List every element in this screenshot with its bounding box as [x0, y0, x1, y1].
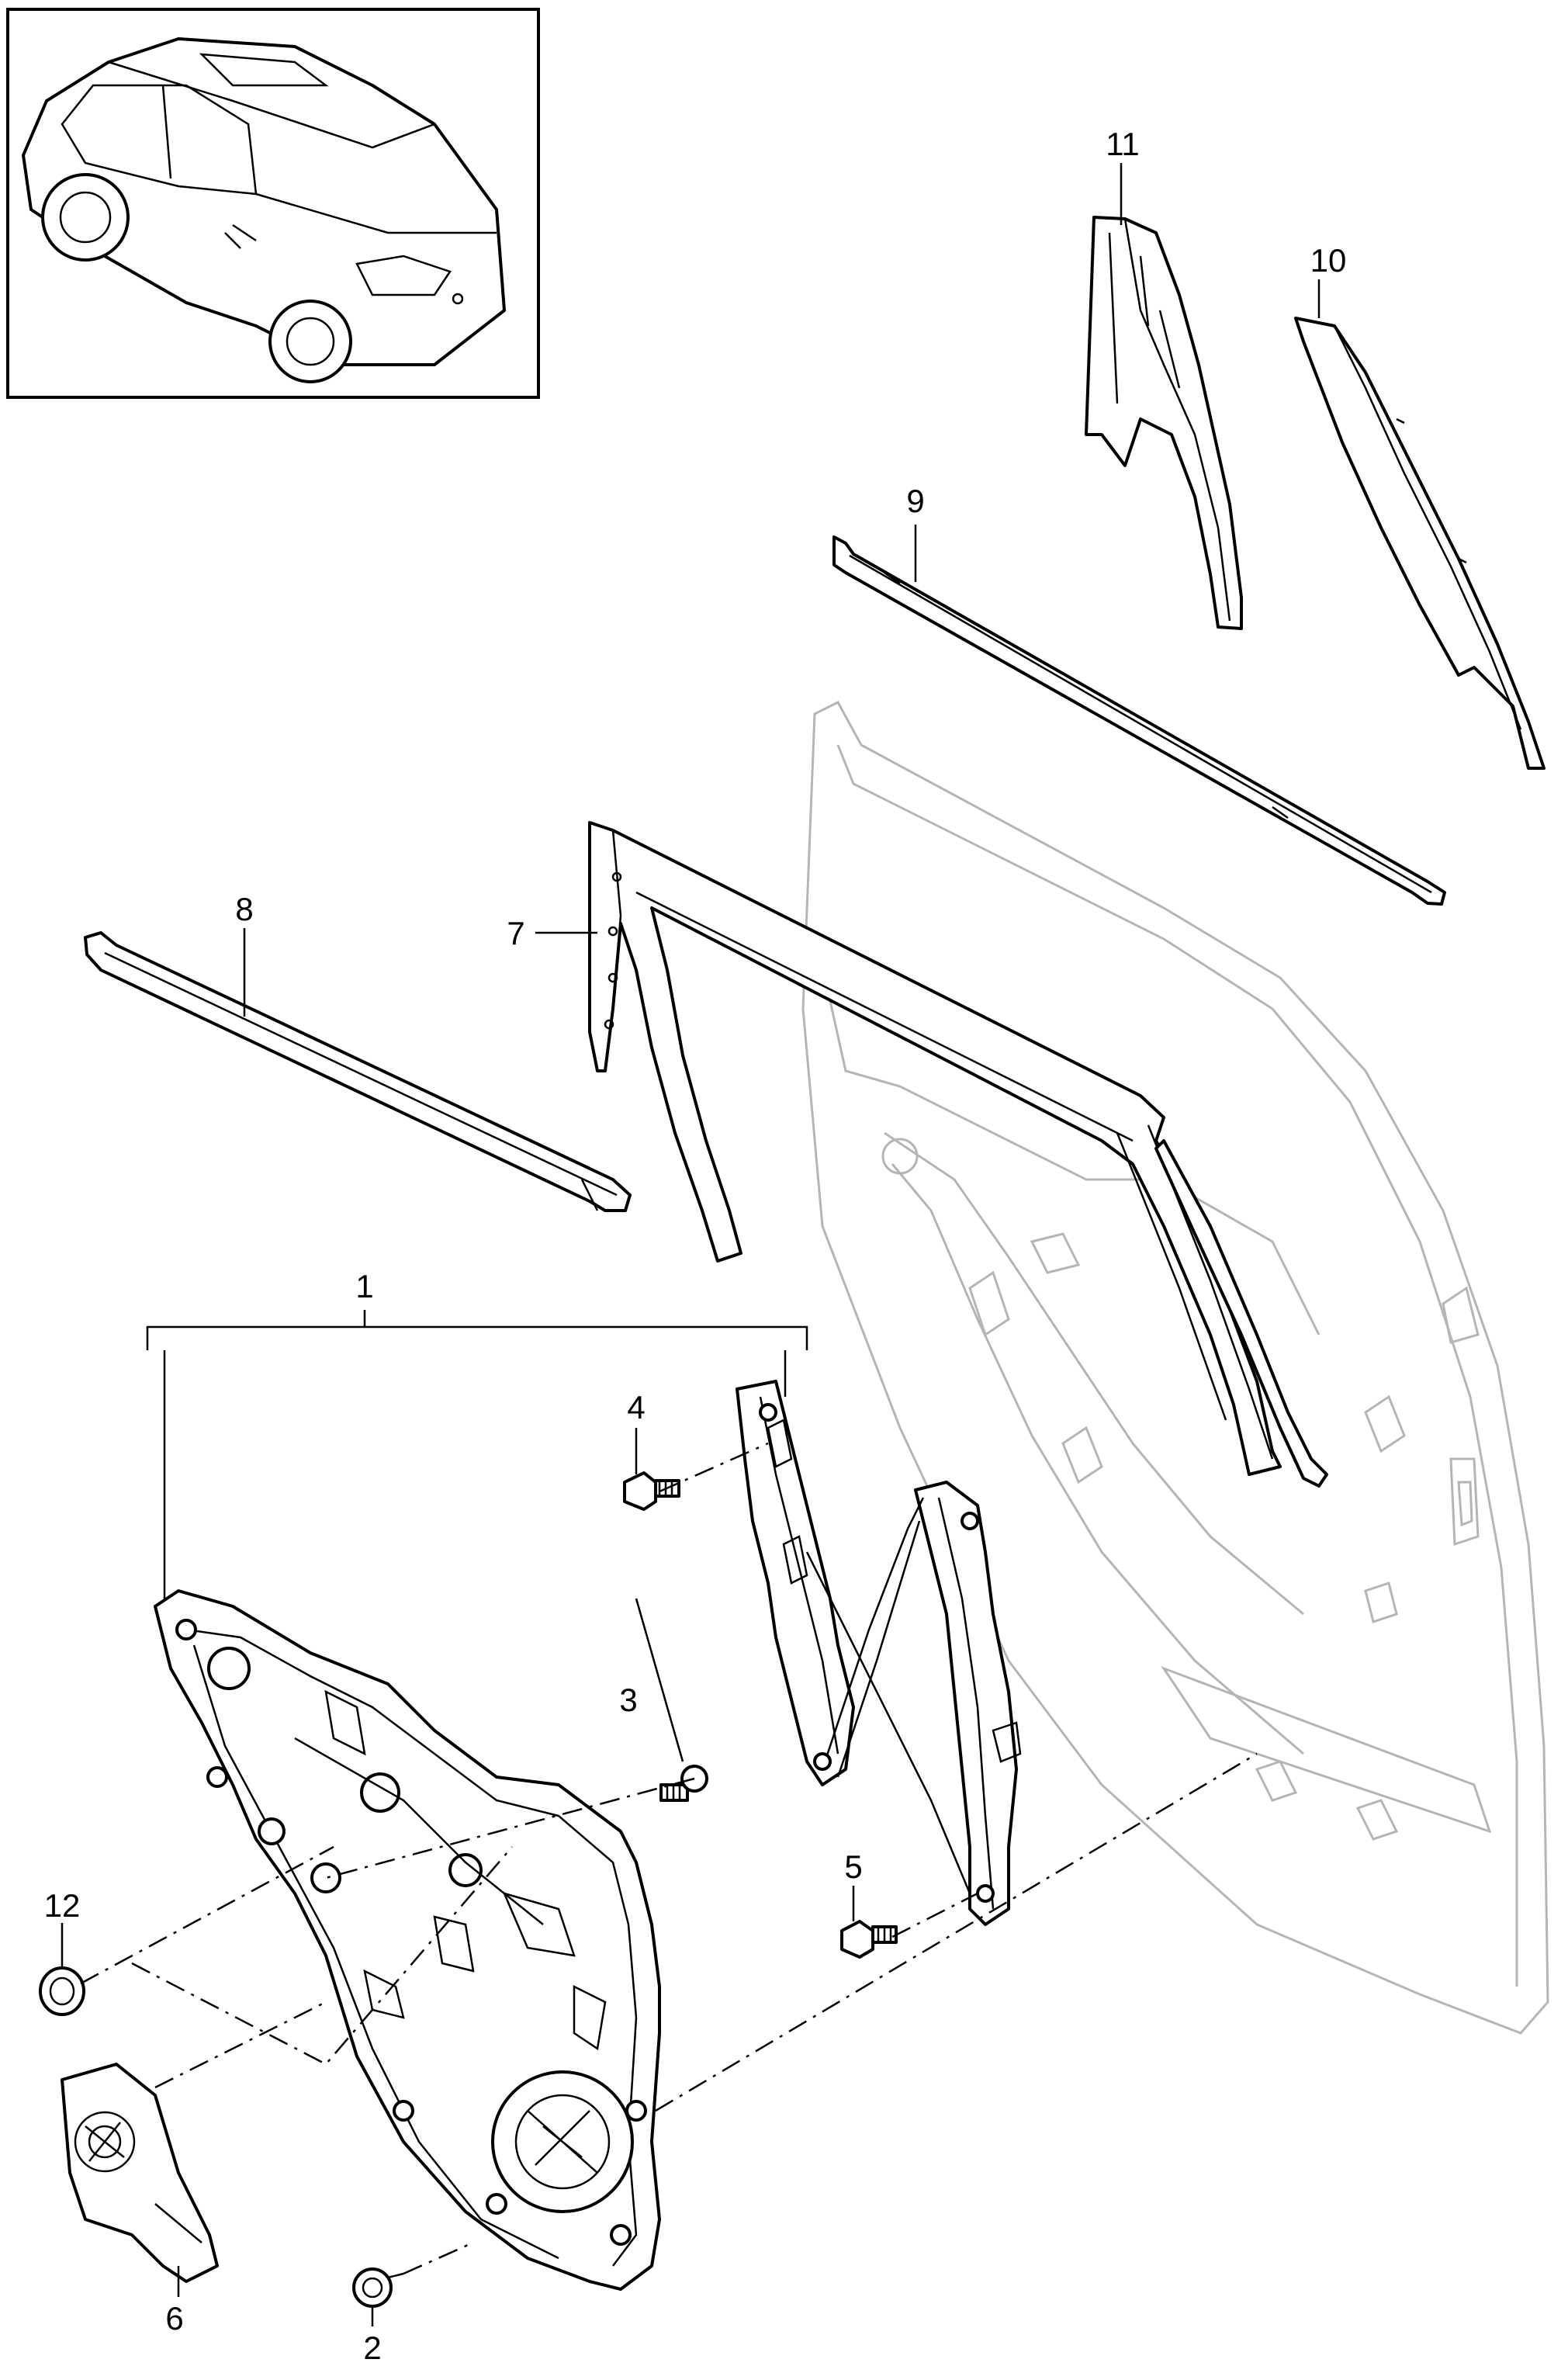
- part-9-window-seal: [832, 535, 1446, 906]
- callout-8: 8: [235, 891, 253, 927]
- callout-3: 3: [619, 1682, 637, 1718]
- callout-5: 5: [844, 1848, 862, 1885]
- callout-9: 9: [906, 483, 924, 519]
- part-3-screw: [659, 1765, 708, 1802]
- part-11-trim-strip: [1085, 216, 1243, 630]
- door-shell-outline: [801, 701, 1549, 2035]
- part-2-clip: [352, 2267, 404, 2308]
- callout-6: 6: [165, 2300, 183, 2337]
- callout-leaders: [61, 163, 1321, 2326]
- part-6-window-motor: [61, 2063, 219, 2283]
- assembly-alignment-lines: [80, 1442, 1258, 2275]
- callout-1: 1: [355, 1268, 373, 1304]
- suv-illustration: [22, 37, 506, 383]
- part-7-window-guide-frame: [588, 821, 1328, 1488]
- part-1-assembly-bracket: [146, 1310, 808, 1622]
- part-12-grommet: [39, 1966, 85, 2016]
- vehicle-thumbnail: [6, 8, 540, 399]
- part-4-screw: [623, 1471, 680, 1511]
- part-8-window-seal: [84, 931, 632, 1212]
- callout-10: 10: [1310, 242, 1347, 279]
- door-module-carrier-panel: [154, 1589, 661, 2291]
- window-regulator-mechanism: [736, 1380, 1022, 1926]
- part-5-screw: [840, 1920, 898, 1959]
- callout-4: 4: [627, 1389, 645, 1426]
- callout-labels: 1 2 3 4 5 6 7 8 9 10 11 12: [44, 126, 1347, 2366]
- callout-11: 11: [1106, 126, 1140, 162]
- callout-7: 7: [507, 915, 524, 951]
- part-10-trim-strip: [1294, 317, 1546, 770]
- callout-2: 2: [363, 2330, 381, 2366]
- callout-12: 12: [44, 1887, 81, 1924]
